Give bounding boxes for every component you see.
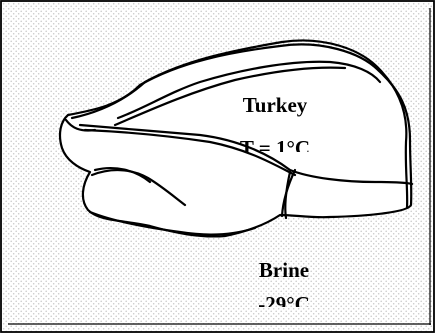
turkey-label: Turkey: [243, 93, 308, 117]
brine-label: Brine: [259, 258, 309, 282]
